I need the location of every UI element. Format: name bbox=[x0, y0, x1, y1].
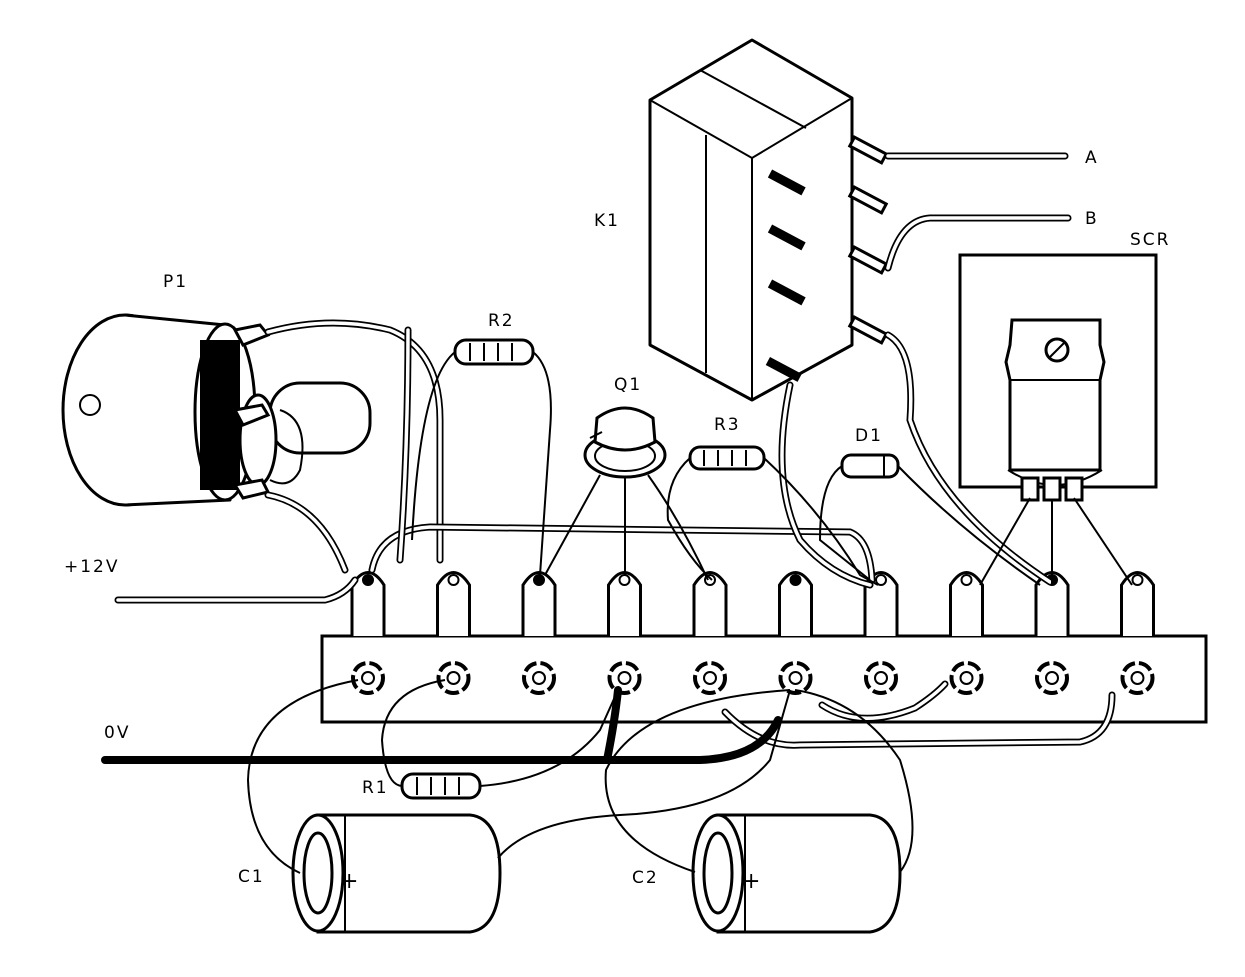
relay-k1 bbox=[648, 38, 889, 402]
label-c2: C2 bbox=[632, 868, 659, 888]
terminal-screw-center bbox=[703, 671, 717, 685]
terminal-screw-center bbox=[446, 671, 461, 685]
terminal-screw-center bbox=[788, 671, 803, 685]
label-r1: R1 bbox=[362, 778, 389, 798]
label-c1: C1 bbox=[238, 867, 265, 887]
label-plus12v: +12V bbox=[64, 557, 120, 577]
terminal-lug-hole bbox=[789, 574, 802, 586]
terminal-screw-center bbox=[874, 671, 888, 685]
terminal-lug bbox=[436, 571, 471, 636]
label-k1: K1 bbox=[594, 211, 620, 231]
capacitor-c1 bbox=[291, 813, 502, 934]
terminal-lug-hole bbox=[618, 574, 631, 586]
ground-wire-0v bbox=[101, 716, 782, 764]
terminal-screw-center bbox=[361, 671, 375, 685]
terminal-screw-center bbox=[1130, 671, 1145, 685]
label-q1: Q1 bbox=[614, 375, 642, 395]
terminal-lug-hole bbox=[1131, 574, 1144, 586]
resistor-r3 bbox=[688, 445, 766, 471]
terminal-lug bbox=[949, 571, 984, 636]
label-scr: SCR bbox=[1130, 230, 1170, 250]
relay-contacts bbox=[847, 135, 889, 345]
transistor-q1 bbox=[583, 406, 667, 479]
label-c2-plus: + bbox=[742, 869, 762, 894]
terminal-lug-hole bbox=[960, 574, 973, 586]
bare-wires bbox=[246, 351, 1133, 874]
label-r2: R2 bbox=[488, 311, 515, 331]
terminal-screw-center bbox=[617, 671, 632, 685]
terminal-screw-center bbox=[959, 671, 974, 685]
insulated-wires bbox=[114, 152, 1116, 749]
terminal-screws bbox=[351, 661, 1155, 695]
relay-coil-slots bbox=[765, 169, 806, 382]
label-0v: 0V bbox=[104, 723, 130, 743]
terminal-lug bbox=[1120, 571, 1155, 636]
terminal-lugs bbox=[350, 571, 1155, 636]
resistor-r2 bbox=[453, 338, 535, 366]
potentiometer-p1 bbox=[61, 313, 372, 507]
terminal-lug bbox=[692, 571, 728, 636]
label-r3: R3 bbox=[714, 415, 741, 435]
label-b: B bbox=[1085, 209, 1099, 229]
diode-d1 bbox=[840, 453, 900, 479]
terminal-lug-hole bbox=[875, 574, 887, 586]
label-c1-plus: + bbox=[340, 869, 360, 894]
label-p1: P1 bbox=[163, 272, 188, 292]
terminal-lug bbox=[778, 571, 813, 636]
terminal-screw-center bbox=[1045, 671, 1059, 685]
terminal-screw-center bbox=[532, 671, 546, 685]
component-labels: P1 R2 Q1 R3 D1 K1 SCR A B +12V 0V R1 C1 … bbox=[64, 148, 1170, 894]
resistor-r1 bbox=[400, 772, 482, 800]
label-d1: D1 bbox=[855, 426, 883, 446]
label-a: A bbox=[1085, 148, 1099, 168]
terminal-strip bbox=[320, 571, 1208, 724]
terminal-lug bbox=[521, 571, 557, 636]
terminal-lug-hole bbox=[533, 574, 545, 586]
wiring bbox=[101, 152, 1133, 874]
terminal-lug-hole bbox=[447, 574, 460, 586]
scr-heatsink bbox=[958, 253, 1158, 502]
capacitor-c2 bbox=[691, 813, 902, 934]
terminal-lug-hole bbox=[362, 574, 374, 586]
